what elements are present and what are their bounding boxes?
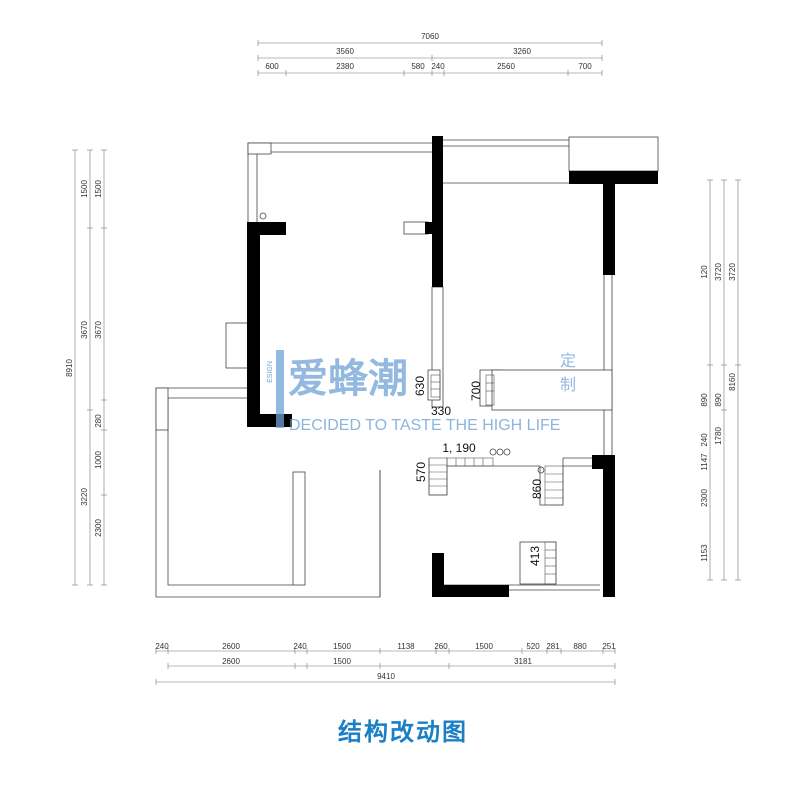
dim-bottom-row2-c: 3181 <box>514 657 532 666</box>
solid-walls <box>247 136 658 597</box>
dim-right-col3-e: 2300 <box>700 489 709 507</box>
watermark-suffix-top: 定 <box>560 351 576 370</box>
dim-right-col1-b: 8160 <box>728 373 737 391</box>
dim-bottom-seg-1: 240 <box>155 642 169 651</box>
dim-top-seg-4: 240 <box>431 62 445 71</box>
dim-bottom-row2-b: 1500 <box>333 657 351 666</box>
dim-left-col3-b: 3670 <box>94 321 103 339</box>
dim-top-seg-5: 2560 <box>497 62 515 71</box>
thin-walls <box>155 136 659 598</box>
label-330: 330 <box>431 404 451 418</box>
dim-right-col3-b: 890 <box>700 393 709 407</box>
dim-bottom-seg-6: 260 <box>434 642 448 651</box>
dim-left-col2-a: 1500 <box>80 180 89 198</box>
label-630: 630 <box>413 376 427 396</box>
dim-left-col3-a: 1500 <box>94 180 103 198</box>
dim-bottom-seg-3: 240 <box>293 642 307 651</box>
dim-top-seg-3: 580 <box>411 62 425 71</box>
dim-top-right-half: 3260 <box>513 47 531 56</box>
left-dimensions: 8910 1500 3670 3220 1500 3670 280 1000 2… <box>65 149 107 586</box>
dim-right-col2-c: 1780 <box>714 427 723 445</box>
dim-left-col2-b: 3670 <box>80 321 89 339</box>
dim-top-overall: 7060 <box>421 32 439 41</box>
watermark-suffix-bottom: 制 <box>560 375 576 394</box>
page-title: 结构改动图 <box>338 718 468 746</box>
dim-bottom-seg-10: 880 <box>573 642 587 651</box>
dim-right-col3-d: 1147 <box>700 453 709 471</box>
dim-bottom-row2-a: 2600 <box>222 657 240 666</box>
top-dimensions: 7060 3560 3260 600 2380 580 240 2560 700 <box>257 32 603 76</box>
dim-bottom-seg-8: 520 <box>526 642 540 651</box>
dim-top-seg-1: 600 <box>265 62 279 71</box>
watermark-tagline: DECIDED TO TASTE THE HIGH LIFE <box>289 417 560 434</box>
dim-left-col2-c: 3220 <box>80 488 89 506</box>
label-413: 413 <box>528 546 542 566</box>
dim-bottom-seg-9: 281 <box>546 642 560 651</box>
right-dimensions: 120 890 240 1147 2300 1153 3720 890 1780… <box>700 179 741 581</box>
dim-bottom-seg-11: 251 <box>602 642 616 651</box>
dim-bottom-seg-4: 1500 <box>333 642 351 651</box>
label-700: 700 <box>469 381 483 401</box>
dim-left-col3-e: 2300 <box>94 519 103 537</box>
label-1190: 1, 190 <box>442 441 476 455</box>
dim-top-left-half: 3560 <box>336 47 354 56</box>
watermark: ESIGN 爱蜂潮 定 制 DECIDED TO TASTE THE HIGH … <box>267 350 576 434</box>
interior-labels: 630 330 700 1, 190 570 860 413 <box>413 376 544 566</box>
brick-partitions <box>428 374 564 585</box>
dim-right-col2-a: 3720 <box>714 263 723 281</box>
dim-top-seg-2: 2380 <box>336 62 354 71</box>
dim-left-col3-d: 1000 <box>94 451 103 469</box>
watermark-esign: ESIGN <box>267 361 274 383</box>
dim-left-col3-c: 280 <box>94 414 103 428</box>
dim-right-col2-b: 890 <box>714 393 723 407</box>
label-860: 860 <box>530 479 544 499</box>
dim-left-overall: 8910 <box>65 359 74 377</box>
dim-right-col1-a: 3720 <box>728 263 737 281</box>
dim-bottom-seg-5: 1138 <box>397 642 415 651</box>
dim-bottom-overall: 9410 <box>377 672 395 681</box>
dim-right-col3-c: 240 <box>700 433 709 447</box>
watermark-brand: 爱蜂潮 <box>288 356 408 402</box>
bottom-dimensions: 240 2600 240 1500 1138 260 1500 520 281 … <box>155 642 616 685</box>
dim-bottom-seg-2: 2600 <box>222 642 240 651</box>
dim-right-col3-a: 120 <box>700 265 709 279</box>
dim-bottom-seg-7: 1500 <box>475 642 493 651</box>
dim-right-col3-f: 1153 <box>700 544 709 562</box>
dim-top-seg-6: 700 <box>578 62 592 71</box>
label-570: 570 <box>414 462 428 482</box>
